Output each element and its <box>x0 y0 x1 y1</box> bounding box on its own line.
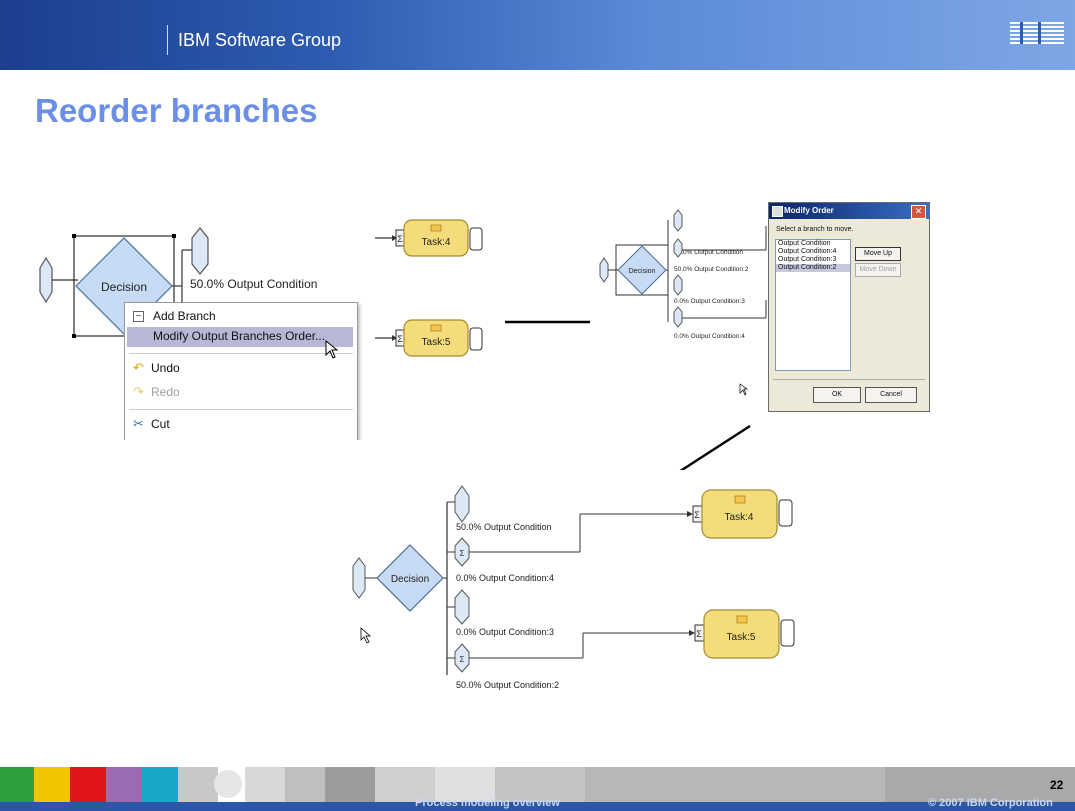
mouse-cursor-icon <box>360 627 372 644</box>
dialog-app-icon <box>772 206 783 217</box>
svg-text:50.0% Output Condition:2: 50.0% Output Condition:2 <box>674 266 749 273</box>
page-number: 22 <box>1050 778 1064 792</box>
output-branch-connector[interactable] <box>454 537 470 567</box>
list-item-selected[interactable]: Output Condition:2 <box>776 264 850 272</box>
menu-item-cut[interactable]: ✂ Cut <box>133 416 170 431</box>
footer-band <box>0 802 1075 811</box>
menu-item-undo[interactable]: ↶ Undo <box>133 360 180 375</box>
task-5-node[interactable] <box>703 609 780 659</box>
footer-bar <box>0 767 1075 811</box>
svg-text:50.0% Output Condition: 50.0% Output Condition <box>456 522 552 532</box>
svg-text:Σ: Σ <box>460 655 465 664</box>
right-diagram: Decision 50.0% Output Condition 50.0% Ou… <box>599 209 767 396</box>
right-screenshot: Decision 50.0% Output Condition 50.0% Ou… <box>590 200 930 412</box>
header-bar: IBM Software Group <box>0 0 1075 70</box>
dialog-separator <box>773 379 925 380</box>
decision-input-connector[interactable] <box>39 256 53 304</box>
svg-text:Task:5: Task:5 <box>727 632 756 643</box>
redo-icon: ↷ <box>133 384 144 399</box>
svg-text:0.0% Output Condition:3: 0.0% Output Condition:3 <box>456 627 554 637</box>
svg-text:Σ: Σ <box>696 629 702 639</box>
svg-text:Σ: Σ <box>397 334 403 344</box>
output-branch-connector[interactable] <box>191 227 209 275</box>
output-branch-connector[interactable] <box>454 485 470 523</box>
branch-order-list[interactable]: Output Condition Output Condition:4 Outp… <box>775 239 851 371</box>
ok-button[interactable]: OK <box>813 387 861 403</box>
task-4-label: Task:4 <box>422 237 451 248</box>
task-5-label: Task:5 <box>422 337 451 348</box>
header-group-label: IBM Software Group <box>167 25 341 55</box>
decision-node[interactable] <box>617 245 667 295</box>
result-diagram: Decision 50.0% Output Condition Σ 0.0% O… <box>352 485 795 690</box>
decision-label: Decision <box>101 280 147 294</box>
svg-text:Σ: Σ <box>397 234 403 244</box>
svg-text:50.0% Output Condition: 50.0% Output Condition <box>674 249 743 256</box>
dialog-titlebar: Modify Order ✕ <box>769 203 929 219</box>
footer-right-text: © 2007 IBM Corporation <box>928 797 1053 809</box>
slide-title: Reorder branches <box>35 92 318 129</box>
menu-item-modify-order[interactable]: Modify Output Branches Order... <box>127 327 353 347</box>
svg-text:Decision: Decision <box>629 268 656 275</box>
svg-text:0.0% Output Condition:3: 0.0% Output Condition:3 <box>674 298 745 305</box>
svg-text:Decision: Decision <box>391 574 429 585</box>
menu-separator <box>129 353 353 354</box>
menu-item-add-branch[interactable]: − Add Branch <box>125 307 357 327</box>
svg-text:50.0% Output Condition:2: 50.0% Output Condition:2 <box>456 680 559 690</box>
svg-text:0.0% Output Condition:4: 0.0% Output Condition:4 <box>674 333 745 340</box>
collapse-icon: − <box>133 311 144 322</box>
cancel-button[interactable]: Cancel <box>865 387 917 403</box>
svg-text:Σ: Σ <box>460 549 465 558</box>
svg-text:0.0% Output Condition:4: 0.0% Output Condition:4 <box>456 573 554 583</box>
close-icon[interactable]: ✕ <box>911 205 926 219</box>
mouse-cursor-icon <box>739 383 749 396</box>
task-4-node[interactable] <box>701 489 778 539</box>
decision-node[interactable] <box>376 544 444 612</box>
svg-text:Task:4: Task:4 <box>725 512 754 523</box>
scissors-icon: ✂ <box>133 416 144 431</box>
move-down-button[interactable]: Move Down <box>855 263 901 277</box>
output-branch-connector[interactable] <box>454 589 470 625</box>
context-menu: − Add Branch Modify Output Branches Orde… <box>124 302 358 440</box>
modify-order-dialog: Modify Order ✕ Select a branch to move. … <box>768 202 930 412</box>
left-screenshot: Decision 50.0% Output Condition Σ Task:4… <box>20 190 512 440</box>
ibm-logo <box>1010 22 1064 44</box>
menu-item-redo[interactable]: ↷ Redo <box>133 384 180 399</box>
branch-label: 50.0% Output Condition <box>190 277 317 291</box>
decorative-strip <box>0 767 1075 802</box>
task-5-node[interactable] <box>403 319 469 357</box>
list-item[interactable]: Output Condition:4 <box>778 248 837 255</box>
list-item[interactable]: Output Condition <box>778 240 831 247</box>
mouse-cursor-icon <box>325 340 339 359</box>
footer-left-text: Process modeling overview <box>415 797 560 809</box>
undo-icon: ↶ <box>133 360 144 375</box>
list-item[interactable]: Output Condition:3 <box>778 256 837 263</box>
output-branch-connector[interactable] <box>454 643 470 673</box>
menu-separator <box>129 409 353 410</box>
task-4-node[interactable] <box>403 219 469 257</box>
svg-text:Σ: Σ <box>694 510 700 520</box>
move-up-button[interactable]: Move Up <box>855 247 901 261</box>
result-screenshot: Decision 50.0% Output Condition Σ 0.0% O… <box>335 470 815 730</box>
